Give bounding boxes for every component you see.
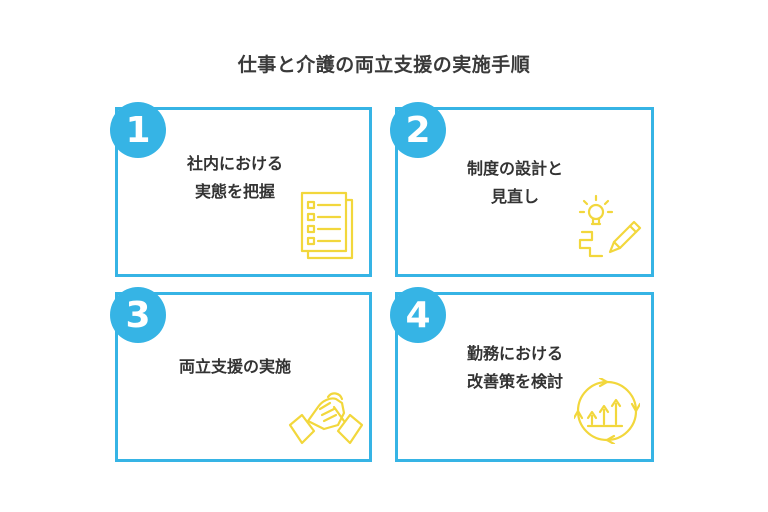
step-number-badge-2: 2 (390, 102, 446, 158)
checklist-document-icon (300, 191, 354, 260)
step-label-2-line-2: 見直し (490, 187, 539, 206)
step-label-2-line-1: 制度の設計と (466, 159, 563, 178)
lightbulb-pencil-icon (578, 194, 642, 258)
step-label-4-line-1: 勤務における (466, 344, 563, 363)
step-label-3-line-1: 両立支援の実施 (178, 357, 291, 376)
step-number-badge-3: 3 (110, 287, 166, 343)
step-number-badge-1: 1 (110, 102, 166, 158)
step-label-3: 両立支援の実施 (155, 353, 315, 381)
step-label-2: 制度の設計と 見直し (440, 155, 590, 211)
growth-cycle-icon (574, 378, 640, 444)
step-number-badge-4: 4 (390, 287, 446, 343)
handshake-icon (288, 392, 364, 445)
page-title: 仕事と介護の両立支援の実施手順 (237, 54, 531, 76)
step-label-4-line-2: 改善策を検討 (466, 372, 563, 391)
step-label-4: 勤務における 改善策を検討 (440, 340, 590, 396)
step-label-1-line-1: 社内における (186, 154, 283, 173)
step-label-1-line-2: 実態を把握 (194, 182, 275, 201)
step-label-1: 社内における 実態を把握 (155, 150, 315, 206)
